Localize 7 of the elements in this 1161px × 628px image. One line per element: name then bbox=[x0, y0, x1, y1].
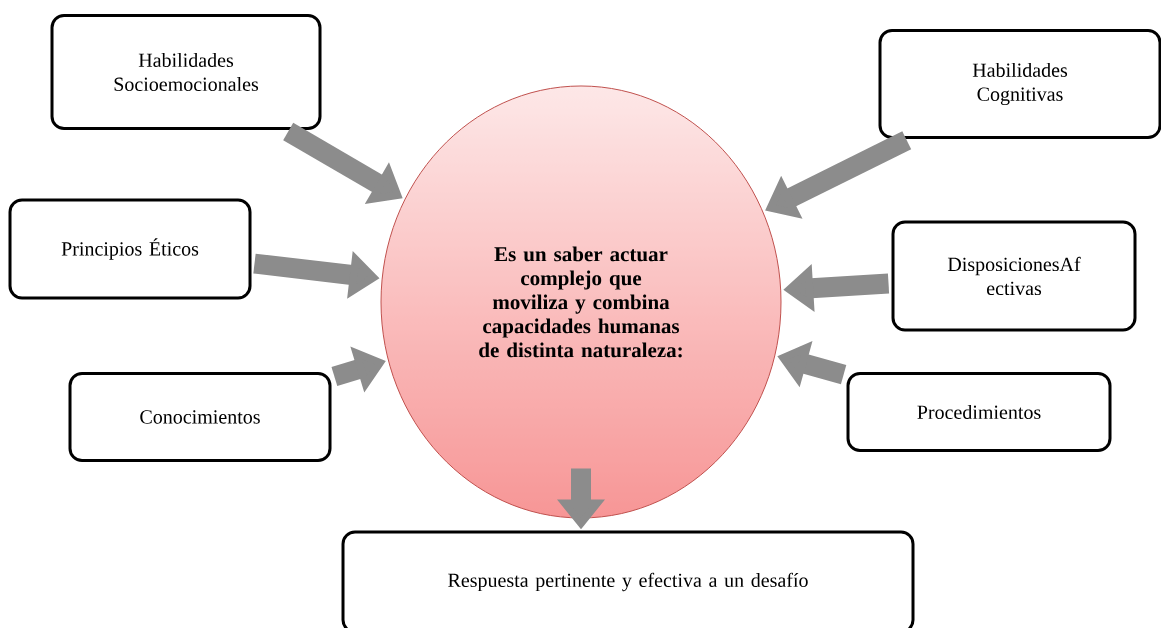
text-box: Habilidades Cognitivas bbox=[878, 29, 1161, 139]
text-box: Conocimientos bbox=[68, 372, 332, 462]
text-box: DisposicionesAf ectivas bbox=[891, 220, 1137, 332]
text-box: Respuesta pertinente y efectiva a un desafío bbox=[341, 530, 915, 628]
text-box: Habilidades Socioemocionales bbox=[50, 14, 322, 130]
text-box: Procedimientos bbox=[846, 372, 1112, 452]
text-box: Principios Éticos bbox=[8, 198, 252, 300]
